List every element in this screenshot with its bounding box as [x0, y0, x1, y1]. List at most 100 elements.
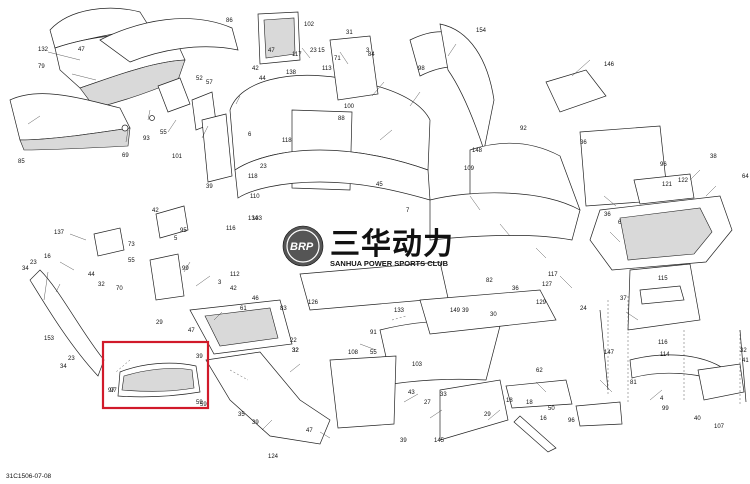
callout: 148: [472, 148, 483, 154]
brand-badge: [282, 225, 324, 267]
callout: 41: [742, 358, 749, 364]
callout: 93: [143, 136, 150, 142]
front-hood-assembly: [9, 7, 239, 151]
dash-console-assembly: [201, 11, 495, 201]
callout: 16: [540, 416, 547, 422]
callout: 47: [78, 47, 85, 53]
callout: 113: [322, 66, 332, 72]
callout: 91: [370, 330, 377, 336]
callout: 114: [660, 352, 670, 358]
callout: 40: [694, 416, 701, 422]
callout: 18: [526, 400, 533, 406]
callout: 127: [542, 282, 553, 288]
callout: 132: [38, 47, 49, 53]
callout: 47: [306, 428, 313, 434]
callout: 138: [286, 70, 297, 76]
callout: 149: [450, 308, 461, 314]
callout: 153: [44, 336, 55, 342]
callout: 118: [282, 138, 292, 144]
callout: 3: [366, 48, 370, 54]
callout: 32: [98, 282, 105, 288]
callout: 96: [660, 162, 667, 168]
callout: 34: [22, 266, 29, 272]
callout: 101: [172, 154, 183, 160]
drawing-code: 31C1506-07-08: [6, 473, 52, 480]
callout: 102: [304, 22, 315, 28]
callout: 103: [412, 362, 423, 368]
callout: 85: [18, 159, 25, 165]
callout: 33: [440, 392, 447, 398]
callout: 36: [512, 286, 519, 292]
callout: 96: [568, 418, 575, 424]
callout: 32: [292, 348, 299, 354]
callout: 50: [548, 406, 555, 412]
callout: 23: [30, 260, 37, 266]
callout: 43: [408, 390, 415, 396]
callout: 4: [660, 396, 664, 402]
callout: 24: [580, 306, 587, 312]
callout: 38: [710, 154, 717, 160]
callout: 98: [418, 66, 425, 72]
callout: 34: [60, 364, 67, 370]
callout: 59: [200, 402, 207, 408]
brand-badge-text: BRP: [290, 241, 314, 253]
callout: 109: [464, 166, 475, 172]
callout: 42: [252, 66, 259, 72]
callout: 3: [218, 280, 222, 286]
callout: 83: [280, 306, 287, 312]
callout: 62: [536, 368, 543, 374]
callout: 29: [484, 412, 491, 418]
callout: 27: [424, 400, 431, 406]
watermark-chinese-text: 三华动力: [330, 227, 454, 262]
callout: 55: [128, 258, 135, 264]
callout: 71: [334, 56, 341, 62]
callout: 39: [462, 308, 469, 314]
callout-numbers: 132 47 79 85 69 93 55 86 52 102 31 117 2…: [18, 18, 749, 460]
callout: 69: [122, 153, 129, 159]
callout: 6: [618, 220, 622, 226]
callout: 116: [226, 226, 236, 232]
callout: 7: [406, 208, 410, 214]
callout: 137: [54, 230, 65, 236]
callout: 55: [160, 130, 167, 136]
callout: 118: [248, 174, 258, 180]
callout: 112: [230, 272, 240, 278]
callout: 146: [604, 62, 615, 68]
callout: 117: [292, 52, 302, 58]
callout: 82: [486, 278, 493, 284]
callout: 154: [476, 28, 487, 34]
callout: 134: [248, 216, 259, 222]
callout: 55: [370, 350, 377, 356]
callout: 86: [226, 18, 233, 24]
watermark-english-text: SANHUA POWER SPORTS CLUB: [330, 259, 449, 268]
callout: 30: [490, 312, 497, 318]
callout: 64: [742, 174, 749, 180]
callout: 44: [88, 272, 95, 278]
callout: 129: [536, 300, 547, 306]
callout: 121: [662, 182, 673, 188]
callout: 115: [658, 276, 668, 282]
callout: 97: [110, 388, 117, 394]
callout: 36: [580, 140, 587, 146]
callout: 32: [292, 348, 299, 354]
callout: 32: [740, 348, 747, 354]
callout: 47: [268, 48, 275, 54]
callout: 5: [174, 236, 178, 242]
callout: 16: [44, 254, 51, 260]
callout: 39: [252, 420, 259, 426]
callout: 61: [240, 306, 247, 312]
callout: 35: [238, 412, 245, 418]
callout: 15: [318, 48, 325, 54]
callout: 108: [348, 350, 359, 356]
callout: 23: [68, 356, 75, 362]
callout: 57: [206, 80, 213, 86]
callout: 42: [230, 286, 237, 292]
callout: 18: [506, 398, 513, 404]
callout: 81: [630, 380, 637, 386]
rear-cab-assembly: [429, 69, 733, 271]
highlight-box: [101, 340, 210, 410]
callout: 39: [400, 438, 407, 444]
callout: 31: [346, 30, 353, 36]
callout: 22: [290, 338, 297, 344]
